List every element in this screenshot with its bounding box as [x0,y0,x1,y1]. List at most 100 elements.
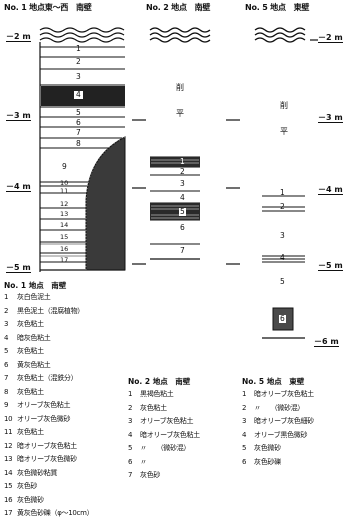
legend-text: 黄灰色粘土 [17,360,51,369]
legend-text: 灰色粘土 [17,347,44,355]
s5-disturbed-label: 平 [280,127,288,136]
s1-layer-label: 9 [62,162,67,171]
s5-layer-label: 5 [280,277,285,286]
legend-number: 1 [242,390,247,398]
section-5-surface-wave [254,27,306,43]
section-2-layer-5-hatch [151,205,199,219]
legend-2-heading: No. 2 地点 南壁 [128,377,191,386]
legend-text: 灰色粘土 [17,387,44,396]
elevation-right-2m: －2 m [318,33,343,43]
s1-layer-label: 5 [76,108,81,117]
s1-layer-label: 15 [60,233,69,241]
legend-number: 3 [242,417,247,425]
legend-text: 灰色粘土 [17,428,44,436]
legend-text: オリーブ灰色粘土 [17,401,71,409]
legend-text: 暗オリーブ灰色細砂 [254,417,314,425]
section-2-layer-1-hatch [151,159,199,164]
legend-number: 3 [4,320,9,328]
legend-text: 暗オリーブ灰色粘土 [140,430,200,439]
legend-text: 灰白色泥土 [17,293,51,301]
s5-layer-label: 6 [279,314,286,323]
legend-text: 灰色砂 [17,482,38,490]
s1-layer-label: 13 [60,210,69,218]
elevation-left-2m: －2 m [6,32,31,42]
legend-number: 6 [242,457,247,466]
section-1-title: No. 1 地点東～西 南壁 [4,3,92,12]
s2-layer-label: 6 [180,223,185,232]
s5-layer-label: 3 [280,231,285,240]
s1-layer-label: 12 [60,200,69,208]
legend-text: オリーブ黒色微砂 [254,430,308,439]
legend-row: 1 暗オリーブ灰色粘土 [242,391,314,398]
s1-layer-label: 6 [76,118,81,127]
legend-text: 〃 （微砂混） [254,403,305,412]
legend-row: 2 灰色粘土 [128,403,167,412]
section-1-intrusion-edge [85,136,126,270]
legend-row: 5 灰色粘土 [4,348,44,355]
legend-text: 灰色粘土（混鉄分） [17,374,78,382]
legend-row: 3 暗オリーブ灰色細砂 [242,418,314,425]
s5-disturbed-label: 削 [280,101,288,110]
s1-layer-label: 7 [76,128,81,137]
legend-text: オリーブ灰色微砂 [17,414,71,423]
legend-row: 2〃 （微砂混） [242,403,305,412]
legend-text: 暗オリーブ灰色微砂 [17,455,77,463]
elevation-left-3m: －3 m [6,111,31,121]
s1-layer-label: 14 [60,221,69,229]
legend-text: 灰色粘土 [17,320,44,328]
s1-layer-label: 8 [76,139,81,148]
s1-layer-label: 1 [76,44,81,53]
legend-text: 暗オリーブ灰色粘土 [254,390,314,398]
elevation-left-5m: －5 m [6,263,31,273]
s2-layer-label: 7 [180,246,185,255]
legend-text: 〃 （微砂混） [140,444,191,452]
legend-number: 12 [4,441,13,450]
legend-row: 5〃 （微砂混） [128,445,190,452]
section-1-column [39,42,125,272]
legend-number: 11 [4,428,13,436]
legend-text: 暗オリーブ灰色粘土 [17,441,77,450]
legend-text: 灰色粘土 [140,403,167,412]
legend-number: 4 [4,333,9,342]
legend-text: 灰色微砂 [17,495,44,504]
s1-layer-label: 17 [60,256,69,264]
legend-number: 3 [128,417,133,425]
s5-layer-label: 4 [280,253,285,262]
section-5-column [262,195,305,339]
section-2-title: No. 2 地点 南壁 [146,3,211,12]
legend-number: 2 [128,403,133,412]
legend-number: 1 [4,293,9,301]
legend-text: オリーブ灰色粘土 [140,417,194,425]
legend-text: 灰色砂礫 [254,457,281,466]
s1-layer-label: 11 [60,187,69,195]
legend-number: 5 [4,347,9,355]
legend-number: 9 [4,401,9,409]
legend-row: 9 オリーブ灰色粘土 [4,402,70,409]
s5-layer-label: 2 [280,202,285,211]
s2-layer-label: 4 [180,193,185,202]
legend-number: 13 [4,455,13,463]
legend-number: 4 [242,430,247,439]
elevation-dashes [132,39,318,265]
legend-number: 4 [128,430,133,439]
s2-layer-label: 5 [179,207,186,216]
section-5-title: No. 5 地点 東壁 [245,3,310,12]
legend-number: 17 [4,509,13,517]
section-1-layer-4-fill [41,86,125,106]
s2-layer-label: 1 [180,157,185,166]
section-1-dark-intrusion [85,136,126,271]
legend-number: 7 [128,471,133,479]
s1-layer-label: 16 [60,245,69,253]
